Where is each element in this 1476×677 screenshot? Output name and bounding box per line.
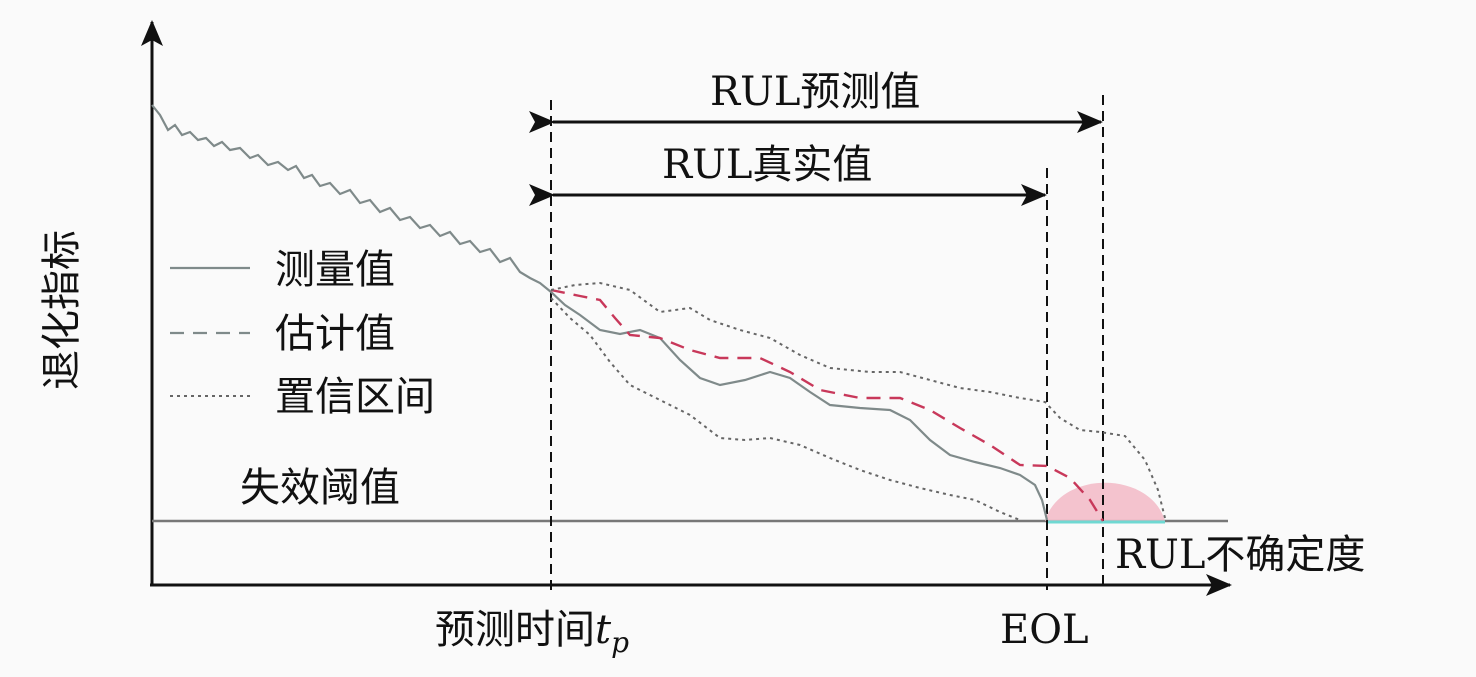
prediction-time-symbol: t bbox=[595, 607, 612, 653]
y-axis-label: 退化指标 bbox=[39, 230, 85, 390]
measured-curve bbox=[151, 104, 1049, 521]
prediction-time-text: 预测时间 bbox=[435, 607, 595, 653]
rul-uncertainty-label: RUL不确定度 bbox=[1115, 532, 1366, 578]
prediction-time-label: 预测时间tp bbox=[435, 610, 629, 657]
lower-confidence-curve bbox=[550, 297, 1021, 521]
rul-true-label: RUL真实值 bbox=[662, 142, 873, 188]
rul-pdf-shape bbox=[1045, 482, 1165, 521]
rul-predicted-label: RUL预测值 bbox=[710, 69, 921, 115]
estimated-curve bbox=[550, 288, 1105, 522]
upper-confidence-curve bbox=[550, 281, 1166, 519]
prediction-time-subscript: p bbox=[611, 626, 630, 659]
threshold-label: 失效阈值 bbox=[240, 465, 400, 511]
legend-ci-label: 置信区间 bbox=[275, 374, 435, 420]
legend-measured-label: 测量值 bbox=[275, 247, 395, 293]
eol-label: EOL bbox=[1000, 607, 1089, 653]
legend-estimated-label: 估计值 bbox=[275, 311, 395, 357]
